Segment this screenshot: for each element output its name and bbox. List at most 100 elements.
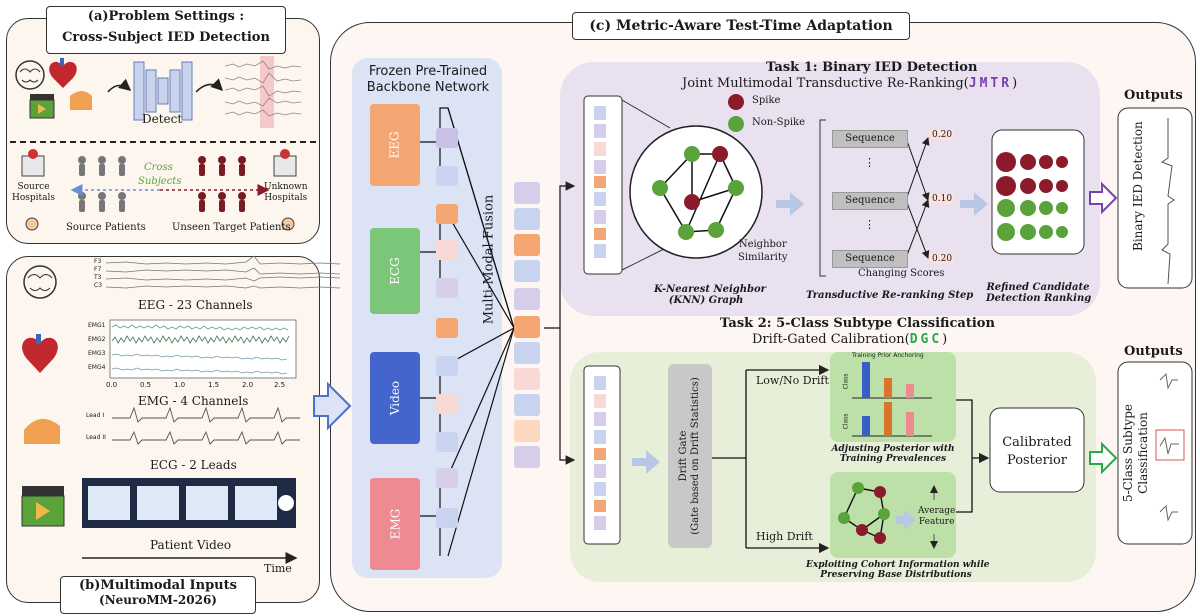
- dots-1: ⋮: [864, 156, 875, 169]
- emg-tick-5: 2.5: [274, 381, 286, 389]
- panel-a-title-line2: Cross-Subject IED Detection: [62, 30, 270, 45]
- backbone-title: Frozen Pre-Trained Backbone Network: [360, 64, 496, 96]
- brain-icon-inputs: [23, 265, 57, 299]
- modality-eeg-label: EEG: [387, 131, 402, 159]
- emg-tick-4: 2.0: [242, 381, 254, 389]
- unknown-hospitals-line1: Unknown: [264, 182, 308, 192]
- neighbor-similarity: Neighbor Similarity: [738, 238, 788, 264]
- panel-a-title-line1: (a)Problem Settings :: [87, 9, 245, 24]
- rerank-step: Transductive Re-ranking Step: [806, 290, 974, 301]
- class-label-2: Class: [842, 413, 850, 430]
- calibrated-line1: Calibrated: [1002, 435, 1072, 450]
- eeg-traces: [105, 255, 341, 289]
- panel-a-title: (a)Problem Settings : Cross-Subject IED …: [46, 6, 286, 54]
- refined-line2: Detection Ranking: [986, 293, 1092, 304]
- dots-2: ⋮: [864, 218, 875, 231]
- video-frames: [82, 478, 296, 528]
- task1-method-text: Joint Multimodal Transductive Re-Ranking…: [682, 76, 969, 91]
- adjusting-line2: Training Prevalences: [839, 454, 947, 464]
- source-hospitals-line2: Hospitals: [12, 193, 56, 203]
- emg-plot: [109, 319, 297, 379]
- emg-tick-0: 0.0: [106, 381, 118, 389]
- emg-ch-2: EMG2: [88, 336, 106, 343]
- brain-icon: [15, 60, 45, 90]
- video-caption: Patient Video: [150, 538, 232, 552]
- source-hospital-icon: [21, 149, 45, 177]
- binary-output-box: [1117, 107, 1193, 289]
- outputs-2: Outputs: [1124, 344, 1183, 359]
- adjusting-caption: Adjusting Posterior with Training Preval…: [830, 444, 956, 464]
- emg-tick-3: 1.5: [208, 381, 220, 389]
- modality-video: Video: [370, 352, 420, 444]
- emg-ch-3: EMG3: [88, 350, 106, 357]
- changing-scores: Changing Scores: [858, 268, 945, 279]
- unknown-doctor-icon: [281, 217, 295, 231]
- class-label-1: Class: [842, 373, 850, 390]
- ecg-lead-1: Lead I: [86, 412, 105, 419]
- task2-title: Task 2: 5-Class Subtype Classification: [720, 316, 995, 331]
- task1-token-stack: [583, 95, 623, 275]
- task1-method: Joint Multimodal Transductive Re-Ranking…: [682, 76, 1017, 91]
- eeg-ch-c3: C3: [94, 282, 103, 289]
- task2-method-close: ): [942, 332, 948, 347]
- unknown-hospital-icon: [273, 149, 297, 177]
- fusion-tokens: [436, 128, 458, 528]
- source-hospitals-line1: Source: [17, 182, 50, 192]
- knn-line1: K-Nearest Neighbor: [654, 284, 766, 295]
- cross-label: Cross: [144, 162, 173, 173]
- video-icon-inputs: [21, 486, 65, 527]
- refined-line1: Refined Candidate: [986, 282, 1090, 293]
- emg-tick-1: 0.5: [140, 381, 152, 389]
- score-3: 0.20: [930, 254, 955, 264]
- legend-markers: [728, 94, 744, 132]
- modality-emg: EMG: [370, 478, 420, 570]
- neighbor-line2: Similarity: [738, 252, 788, 263]
- exploiting-caption: Exploiting Cohort Information while Pres…: [806, 560, 990, 580]
- emg-tick-2: 1.0: [174, 381, 186, 389]
- exploiting-line1: Exploiting Cohort Information while: [806, 560, 990, 570]
- arm-icon: [70, 91, 92, 110]
- panel-b-title-line2: (NeuroMM-2026): [99, 593, 217, 607]
- panel-c-title: (c) Metric-Aware Test-Time Adaptation: [572, 12, 910, 40]
- eeg-caption: EEG - 23 Channels: [138, 298, 253, 312]
- binary-output-label: Binary IED Detection: [1131, 121, 1145, 251]
- drift-gate-line1: Drift Gate: [678, 430, 689, 482]
- task2-token-stack: [583, 365, 621, 545]
- eeg-ch-t3: T3: [94, 274, 102, 281]
- task2-method-text: Drift-Gated Calibration(: [752, 332, 910, 347]
- refined-ranking: Refined Candidate Detection Ranking: [986, 282, 1092, 304]
- task2-method: Drift-Gated Calibration(DGC): [752, 332, 947, 347]
- subtype-output-label: 5-Class Subtype Classification: [1121, 393, 1151, 513]
- ranking-box: [991, 129, 1085, 255]
- drift-gate-label: Drift Gate (Gate based on Drift Statisti…: [678, 368, 702, 544]
- fusion-lines: [420, 107, 515, 557]
- time-label: Time: [264, 562, 292, 575]
- modality-ecg-label: ECG: [388, 257, 402, 285]
- subtype-line2: Classification: [1136, 412, 1150, 494]
- backbone-title-line2: Backbone Network: [366, 80, 490, 95]
- drift-gate-line2: (Gate based on Drift Statistics): [690, 377, 701, 535]
- arm-icon-inputs: [24, 418, 60, 444]
- prior-anchoring-chart: [830, 352, 956, 442]
- target-patients-label: Unseen Target Patients: [172, 222, 291, 233]
- task2-method-abbr: DGC: [909, 332, 943, 347]
- subjects-label: Subjects: [138, 176, 182, 187]
- subtype-output-box: [1117, 361, 1193, 545]
- legend-nonspike: Non-Spike: [752, 117, 806, 128]
- average-feature: Average Feature: [918, 506, 955, 528]
- neighbor-line1: Neighbor: [738, 239, 787, 250]
- target-patients-icon: [198, 156, 246, 212]
- modality-eeg: EEG: [370, 104, 420, 186]
- emg-ch-4: EMG4: [88, 364, 106, 371]
- sequence-1: Sequence: [832, 130, 908, 148]
- source-hospitals-label: Source Hospitals: [12, 182, 55, 204]
- high-drift-label: High Drift: [756, 530, 813, 543]
- heart-icon-inputs: [22, 334, 58, 373]
- average-line2: Feature: [918, 517, 955, 527]
- emg-caption: EMG - 4 Channels: [138, 394, 249, 408]
- ecg-traces: [112, 406, 300, 445]
- task1-method-abbr: JMTR: [968, 76, 1013, 91]
- backbone-title-line1: Frozen Pre-Trained: [368, 64, 488, 79]
- low-drift-label: Low/No Drift: [756, 374, 829, 387]
- fused-sequence: [514, 182, 540, 468]
